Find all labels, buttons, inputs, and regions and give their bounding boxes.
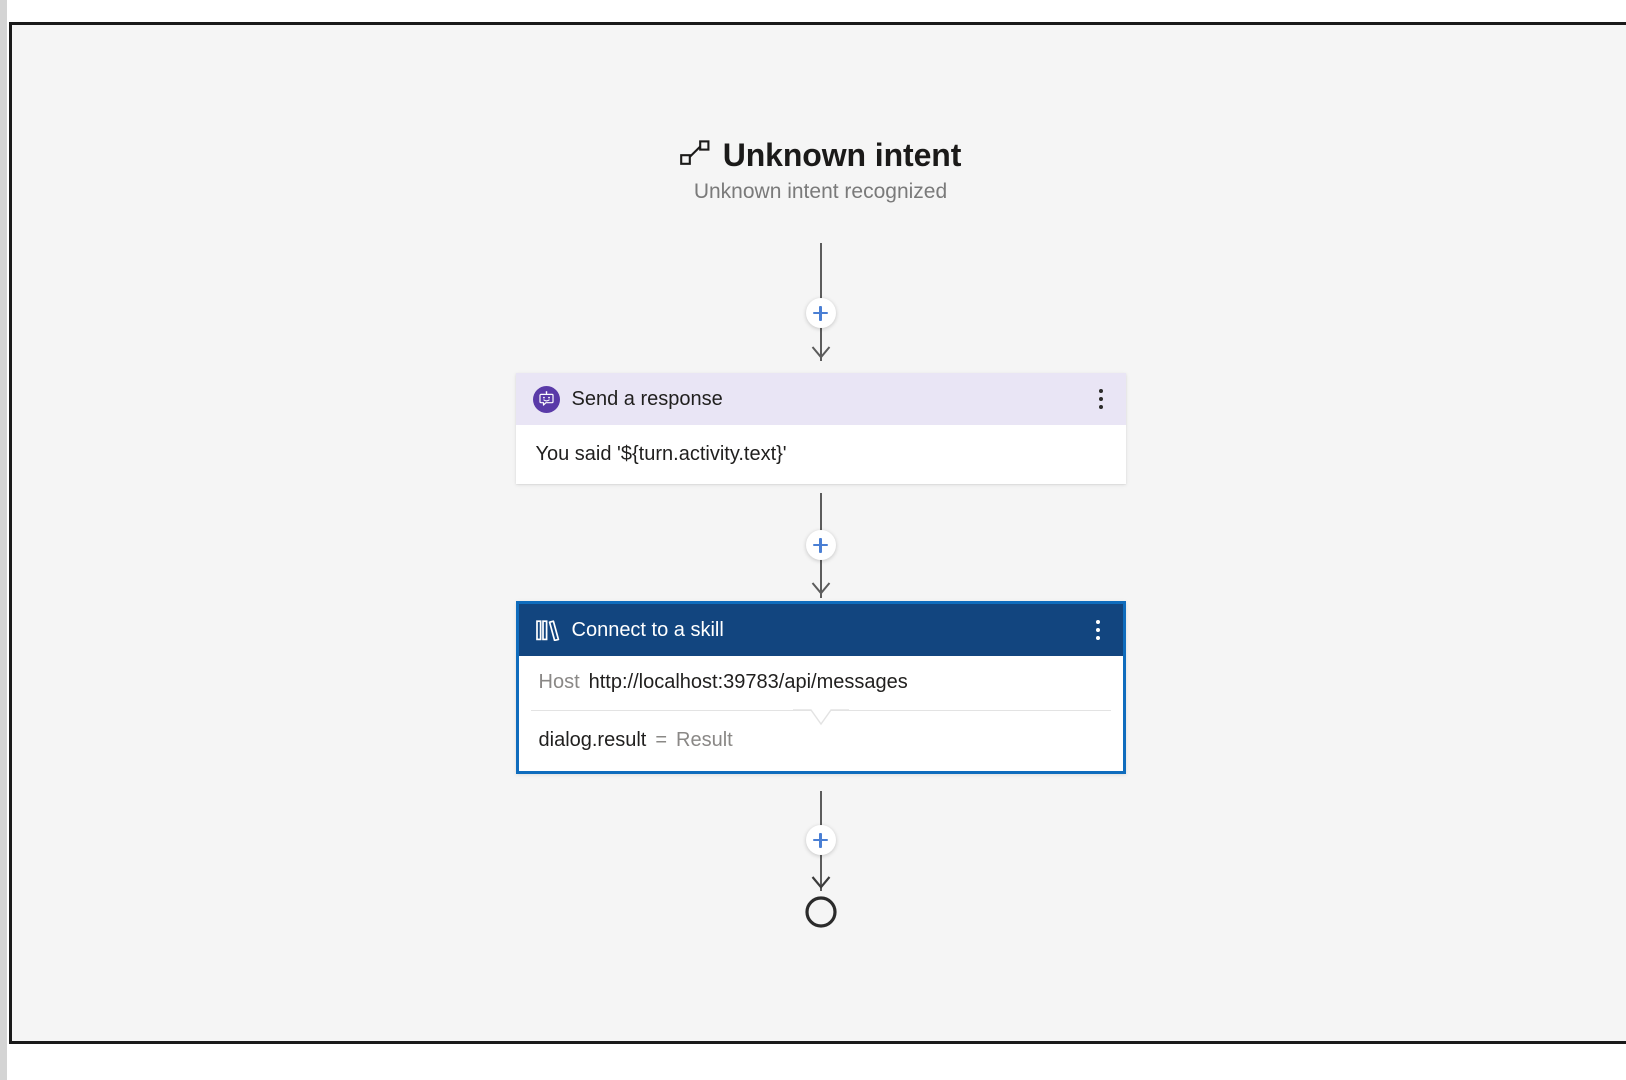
plus-icon-v [819, 832, 822, 848]
field-operator: = [655, 729, 668, 751]
arrowhead-3 [810, 875, 832, 891]
card-body-response-text[interactable]: You said '${turn.activity.text}' [515, 425, 1126, 484]
flow-column: Unknown intent Unknown intent recognized [12, 25, 1626, 1041]
arrowhead-2 [810, 581, 832, 597]
library-icon [535, 619, 560, 641]
end-of-flow-node[interactable] [804, 895, 838, 929]
card-title-connect-to-a-skill: Connect to a skill [571, 618, 724, 641]
bot-icon [532, 385, 560, 413]
kebab-dot [1098, 397, 1103, 401]
kebab-dot [1098, 389, 1103, 393]
trigger-title-row: Unknown intent [471, 137, 1171, 174]
bottom-strip [9, 1044, 1626, 1080]
add-action-button-2[interactable] [805, 530, 836, 560]
card-title-send-a-response: Send a response [571, 387, 723, 410]
kebab-menu-icon-send-a-response[interactable] [1088, 382, 1114, 416]
flow-canvas[interactable]: Unknown intent Unknown intent recognized [9, 22, 1626, 1044]
plus-icon-v [819, 537, 822, 553]
plus-icon-v [819, 305, 822, 321]
add-action-button-3[interactable] [805, 825, 836, 855]
field-label-dialog-result: dialog.result [538, 729, 647, 751]
kebab-menu-icon-connect-to-a-skill[interactable] [1085, 613, 1111, 647]
kebab-dot [1098, 405, 1103, 409]
kebab-dot [1095, 636, 1100, 640]
card-field-divider [530, 709, 1111, 726]
card-header-send-a-response[interactable]: Send a response [515, 373, 1126, 425]
trigger-block[interactable]: Unknown intent Unknown intent recognized [471, 137, 1171, 204]
trigger-flow-icon [679, 139, 710, 172]
field-label-host: Host [538, 671, 580, 693]
left-gutter [0, 0, 7, 1080]
kebab-dot [1095, 628, 1100, 632]
field-value-host: http://localhost:39783/api/messages [588, 671, 908, 693]
arrowhead-1 [810, 345, 832, 361]
action-card-send-a-response[interactable]: Send a response You said '${turn.activit… [515, 373, 1126, 484]
add-action-button-1[interactable] [805, 298, 836, 328]
kebab-dot [1095, 620, 1100, 624]
card-field-host[interactable]: Host http://localhost:39783/api/messages [518, 656, 1123, 710]
field-value-result: Result [676, 729, 733, 751]
top-strip [7, 0, 1626, 22]
page-title: Unknown intent [722, 137, 962, 173]
trigger-subtitle: Unknown intent recognized [693, 179, 948, 203]
action-card-connect-to-a-skill[interactable]: Connect to a skill Host http://localhost… [515, 601, 1126, 774]
card-header-connect-to-a-skill[interactable]: Connect to a skill [518, 604, 1123, 656]
